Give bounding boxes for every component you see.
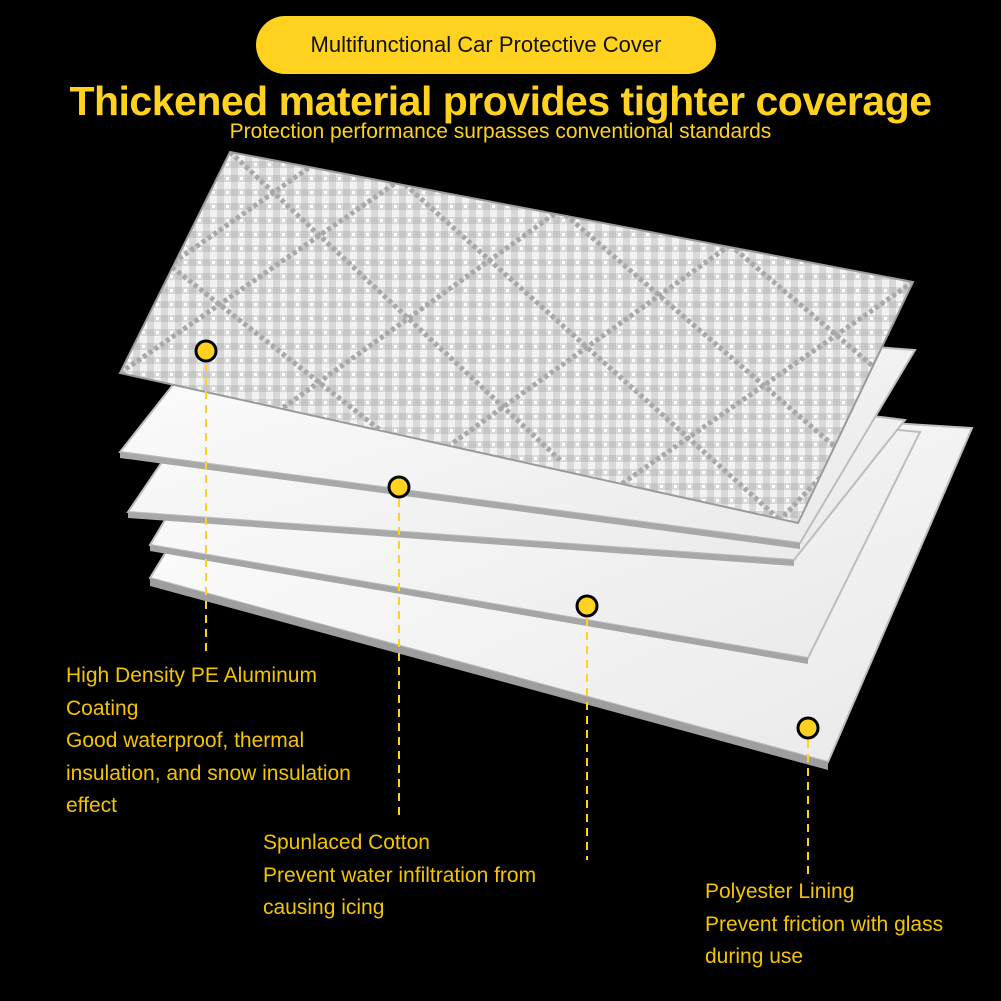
- callout-desc-line: Good waterproof, thermal: [66, 729, 305, 752]
- subheadline: Protection performance surpasses convent…: [229, 120, 772, 143]
- callout-title-line: Polyester Lining: [705, 880, 855, 903]
- badge: Multifunctional Car Protective Cover: [256, 16, 716, 74]
- callout-desc-line: Prevent friction with glass: [705, 912, 944, 936]
- callout-title-line: High Density PE Aluminum: [66, 664, 317, 687]
- callout-spunlaced: Spunlaced Cotton Prevent water infiltrat…: [263, 827, 536, 925]
- headline: Thickened material provides tighter cove…: [69, 78, 932, 124]
- marker-aluminum: [194, 339, 218, 652]
- marker-third-layer: [575, 594, 599, 860]
- callout-polyester: Polyester Lining Prevent friction with g…: [705, 876, 943, 974]
- marker-spunlaced: [387, 475, 411, 815]
- callout-title-line: Spunlaced Cotton: [263, 831, 430, 854]
- callout-desc-line: insulation, and snow insulation: [66, 761, 351, 785]
- callout-desc-line: during use: [705, 945, 804, 968]
- badge-label: Multifunctional Car Protective Cover: [310, 32, 662, 57]
- callout-title-line: Coating: [66, 696, 139, 720]
- callout-desc-line: Prevent water infiltration from: [263, 863, 537, 887]
- callout-desc-line: causing icing: [263, 896, 385, 919]
- callout-aluminum: High Density PE Aluminum Coating Good wa…: [66, 660, 351, 823]
- marker-polyester: [796, 716, 820, 880]
- callout-desc-line: effect: [66, 794, 117, 817]
- aluminum-coating-layer: [118, 150, 915, 525]
